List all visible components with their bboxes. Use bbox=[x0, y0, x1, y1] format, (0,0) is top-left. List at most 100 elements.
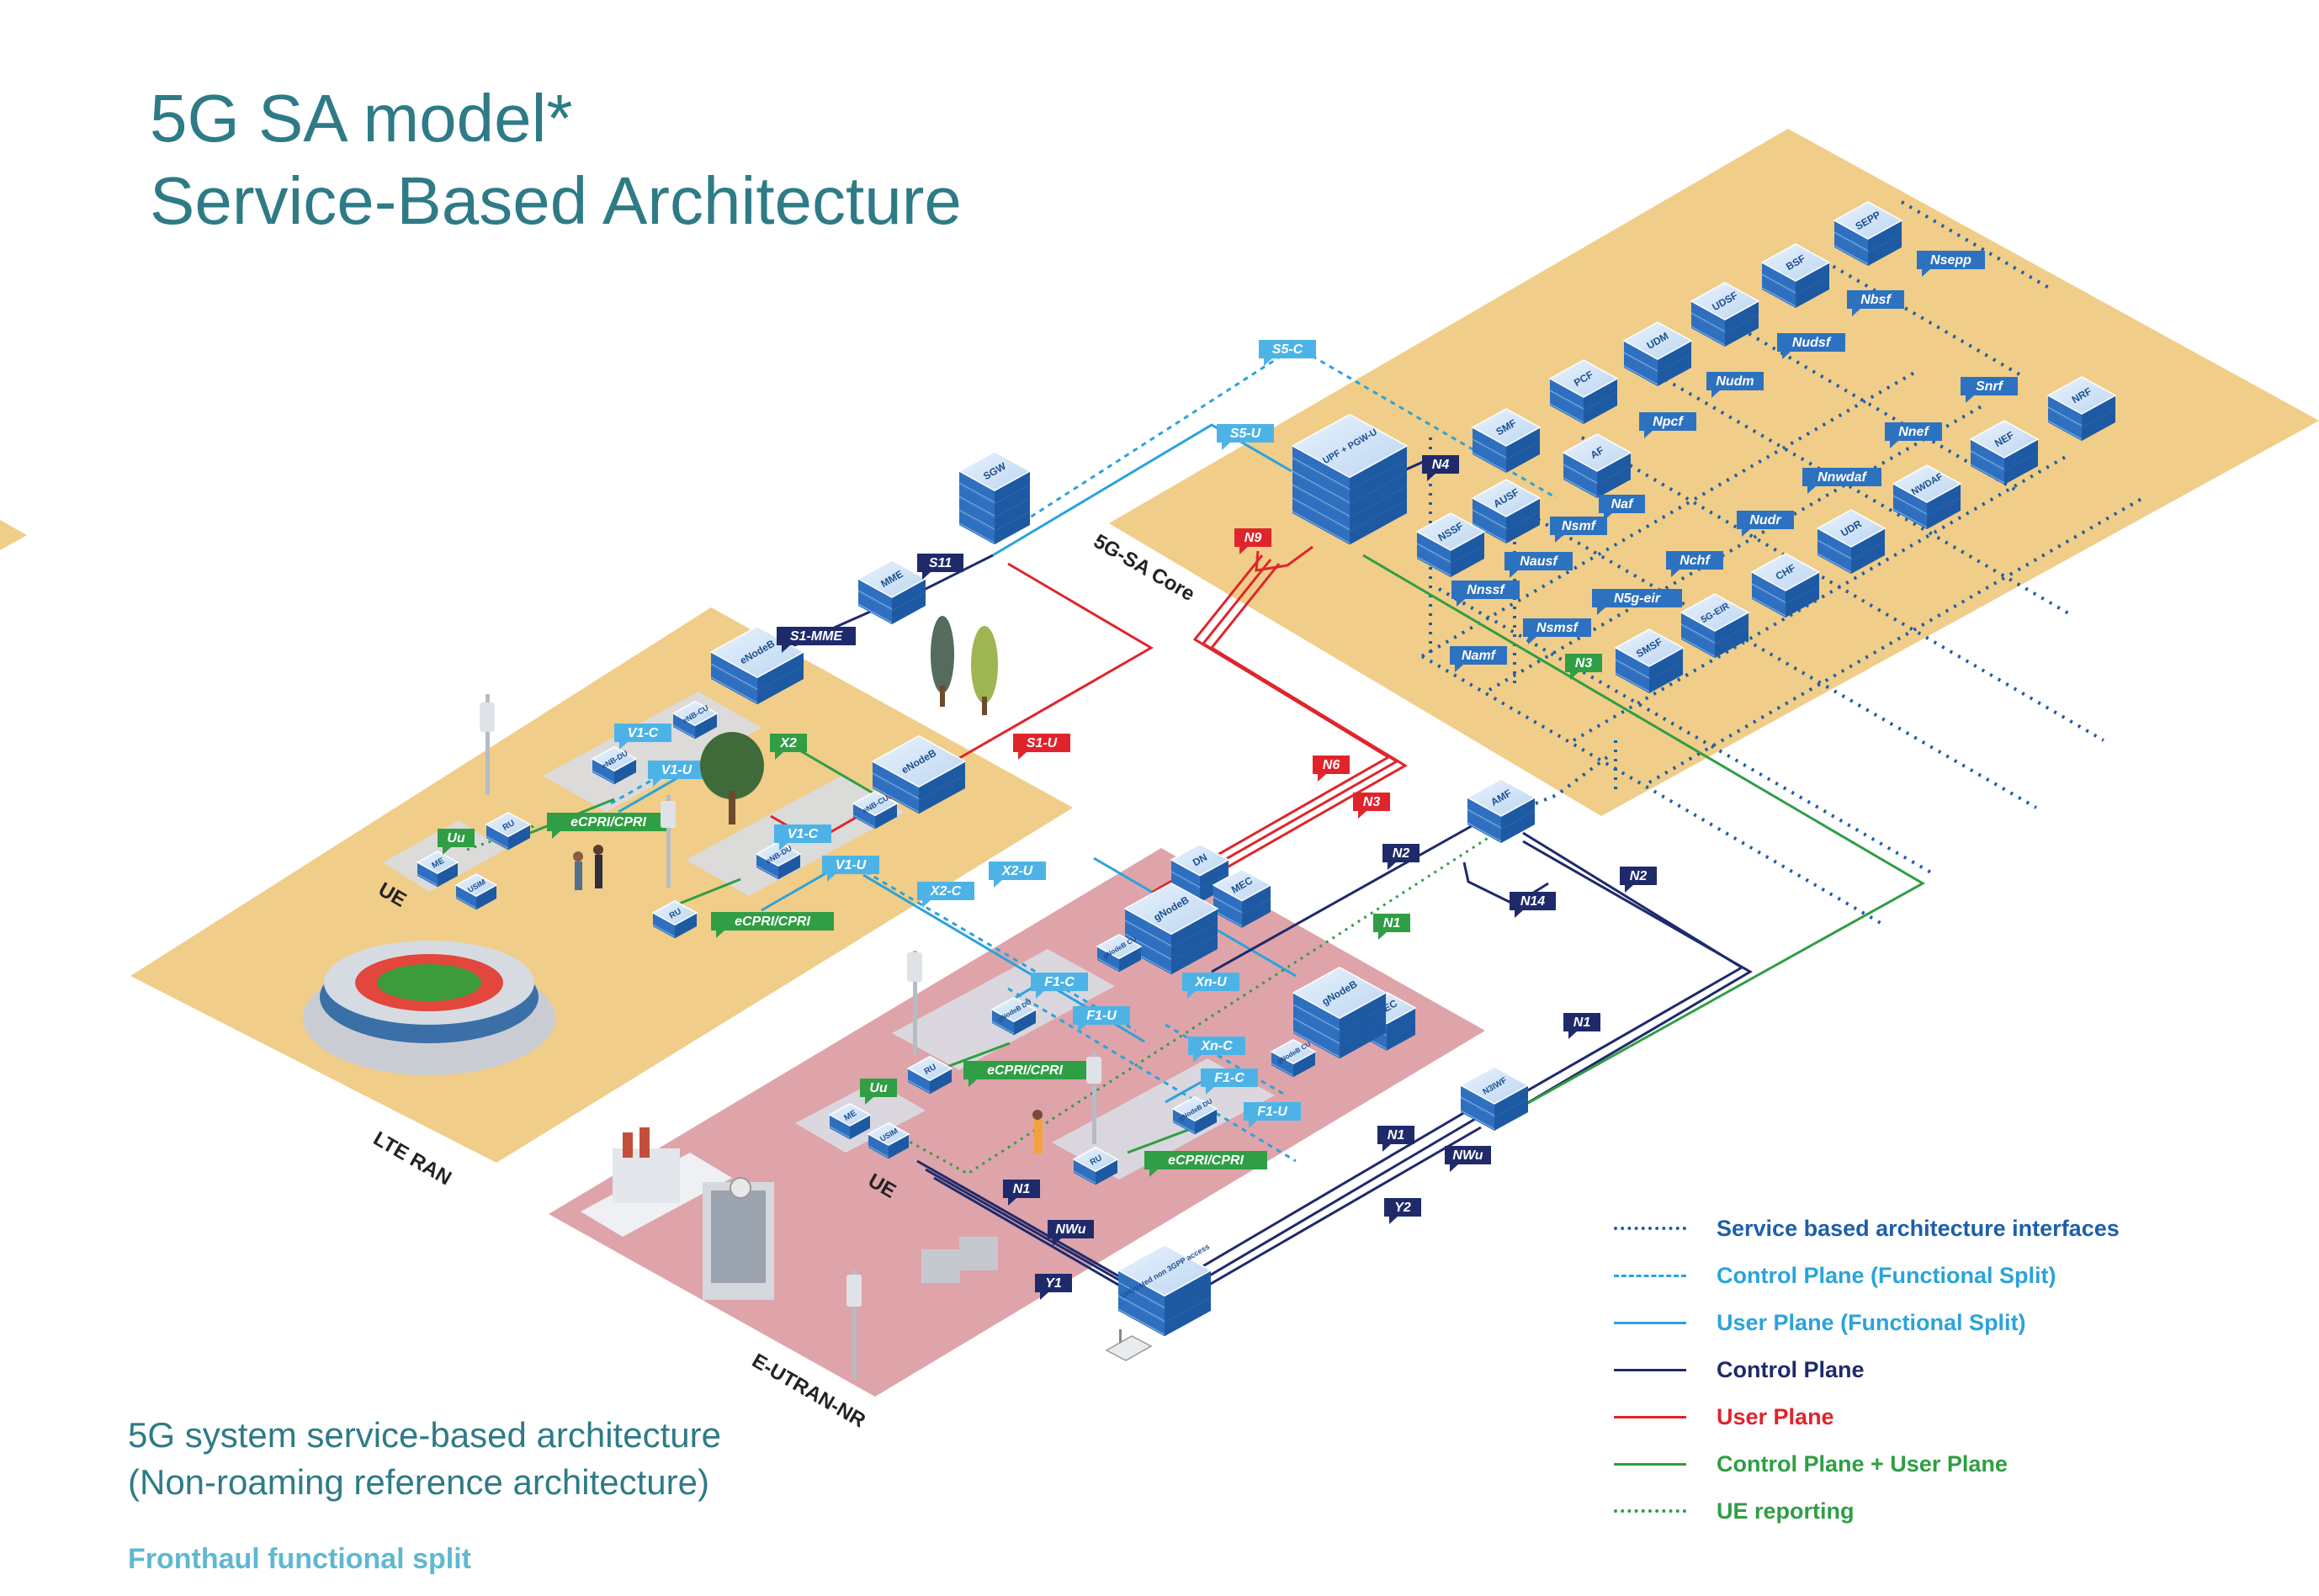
iface-naf-text: Naf bbox=[1611, 497, 1634, 512]
iface-nnssf-text: Nnssf bbox=[1467, 583, 1505, 597]
iface-n1-d: N1 bbox=[1003, 1180, 1040, 1206]
iface-n14: N14 bbox=[1510, 892, 1556, 918]
node-sgw: SGW bbox=[958, 451, 1032, 545]
legend-line-swatch bbox=[1614, 1415, 1686, 1418]
iface-n3-text: N3 bbox=[1363, 795, 1381, 809]
iface-s11: S11 bbox=[917, 554, 963, 580]
trees-illustration bbox=[700, 616, 998, 825]
node-ausf: AUSF bbox=[1471, 479, 1542, 543]
iface-y2-text: Y2 bbox=[1394, 1201, 1411, 1215]
title-line-1: 5G SA model* bbox=[150, 81, 573, 156]
node-ru-4: RU bbox=[1072, 1146, 1119, 1185]
node-me-1: ME bbox=[416, 850, 459, 888]
iface-x2-c: X2-C bbox=[917, 882, 974, 908]
iface-n4-text: N4 bbox=[1432, 458, 1450, 472]
node-enodeb-1: eNodeB bbox=[709, 625, 805, 705]
zone-label-lte: LTE RAN bbox=[369, 1127, 455, 1190]
iface-n2-a: N2 bbox=[1382, 844, 1420, 870]
iface-x2-c-text: X2-C bbox=[930, 884, 962, 899]
node-ru-3: RU bbox=[906, 1055, 953, 1095]
iface-xn-u-text: Xn-U bbox=[1194, 975, 1227, 989]
node-me-2: ME bbox=[828, 1102, 872, 1140]
iface-namf: Namf bbox=[1450, 646, 1507, 672]
node-enb-cu-1: eNB-CU bbox=[671, 700, 719, 740]
node-udr: UDR bbox=[1816, 509, 1887, 574]
legend-label: User Plane bbox=[1717, 1403, 1834, 1429]
iface-nsmsf: Nsmsf bbox=[1523, 618, 1591, 644]
iface-n2-a-text: N2 bbox=[1393, 846, 1410, 861]
iface-f1-c-1-text: F1-C bbox=[1044, 975, 1075, 989]
towers-illustration bbox=[480, 694, 1101, 1380]
node-ru-2: RU bbox=[651, 899, 698, 939]
node-gnb-cu-2: gNodeB CU bbox=[1270, 1038, 1317, 1078]
node-enb-cu-2: eNB-CU bbox=[852, 790, 899, 830]
diagram-subtitle: 5G system service-based architecture (No… bbox=[128, 1412, 721, 1506]
legend-label: UE reporting bbox=[1717, 1498, 1855, 1524]
iface-v1-u-1: V1-U bbox=[648, 761, 705, 787]
iface-nsmf-text: Nsmf bbox=[1562, 519, 1597, 533]
iface-n5g-eir-text: N5g-eir bbox=[1614, 591, 1661, 606]
legend-line-swatch bbox=[1614, 1509, 1686, 1513]
iface-n1-a-text: N1 bbox=[1383, 916, 1401, 931]
iface-nwu-2: NWu bbox=[1048, 1220, 1094, 1246]
iface-xn-u: Xn-U bbox=[1182, 973, 1239, 999]
node-udsf: UDSF bbox=[1690, 282, 1760, 347]
iface-nausf-text: Nausf bbox=[1520, 554, 1558, 569]
iface-s1-u-text: S1-U bbox=[1027, 736, 1058, 750]
iface-n4: N4 bbox=[1422, 455, 1459, 481]
iface-n1-b: N1 bbox=[1563, 1013, 1600, 1039]
node-smf: SMF bbox=[1471, 408, 1542, 473]
iface-n1-b-text: N1 bbox=[1573, 1015, 1591, 1030]
iface-s5-u-text: S5-U bbox=[1230, 427, 1261, 441]
node-enodeb-2: eNodeB bbox=[871, 734, 967, 814]
iface-n3-core-text: N3 bbox=[1575, 656, 1593, 671]
iface-cpri-4-text: eCPRI/CPRI bbox=[1168, 1153, 1244, 1168]
legend-item: Control Plane + User Plane bbox=[1614, 1440, 2220, 1487]
iface-nudsf-text: Nudsf bbox=[1792, 336, 1832, 350]
iface-nnef-text: Nnef bbox=[1898, 425, 1929, 439]
iface-f1-u-2: F1-U bbox=[1244, 1102, 1301, 1128]
subtitle-line-2: (Non-roaming reference architecture) bbox=[128, 1462, 709, 1502]
node-af-label: AF bbox=[1589, 444, 1606, 461]
title-line-2: Service-Based Architecture bbox=[150, 163, 962, 238]
node-nssf: NSSF bbox=[1415, 512, 1486, 577]
iface-x2-u: X2-U bbox=[989, 862, 1046, 888]
subtitle-line-1: 5G system service-based architecture bbox=[128, 1415, 721, 1455]
iface-nwu-2-text: NWu bbox=[1055, 1222, 1085, 1237]
core-zone bbox=[1109, 129, 2319, 816]
iface-y1-text: Y1 bbox=[1045, 1276, 1062, 1291]
iface-y2: Y2 bbox=[1384, 1198, 1421, 1224]
legend-item: Service based architecture interfaces bbox=[1614, 1205, 2220, 1252]
iface-nchf: Nchf bbox=[1666, 551, 1723, 577]
iface-npcf: Npcf bbox=[1639, 412, 1696, 438]
legend-line-swatch bbox=[1614, 1321, 1686, 1324]
iface-n14-text: N14 bbox=[1520, 894, 1545, 909]
node-nef: NEF bbox=[1969, 420, 2040, 485]
legend-label: Control Plane + User Plane bbox=[1717, 1450, 2008, 1477]
iface-nudr: Nudr bbox=[1737, 511, 1794, 537]
iface-cpri-1-text: eCPRI/CPRI bbox=[570, 815, 646, 830]
iface-npcf-text: Npcf bbox=[1653, 415, 1684, 429]
city-buildings-illustration bbox=[581, 1127, 998, 1300]
node-5g-eir: 5G-EIR bbox=[1680, 593, 1750, 658]
node-udm: UDM bbox=[1622, 321, 1693, 386]
legend-item: Control Plane (Functional Split) bbox=[1614, 1252, 2220, 1299]
node-mme: MME bbox=[857, 559, 927, 624]
iface-uu-1: Uu bbox=[438, 829, 475, 855]
node-mec-1: MEC bbox=[1212, 868, 1272, 928]
iface-n1-c: N1 bbox=[1377, 1126, 1414, 1152]
node-chf: CHF bbox=[1750, 553, 1821, 618]
iface-n1-c-text: N1 bbox=[1388, 1128, 1405, 1143]
router-illustration bbox=[1105, 1329, 1153, 1361]
legend-label: Control Plane (Functional Split) bbox=[1717, 1262, 2056, 1288]
iface-nudr-text: Nudr bbox=[1749, 513, 1781, 528]
iface-y1: Y1 bbox=[1035, 1274, 1072, 1300]
node-upf-pgw-u: UPF + PGW-U bbox=[1291, 413, 1409, 545]
iface-n1-a: N1 bbox=[1373, 914, 1410, 940]
iface-n2-b: N2 bbox=[1620, 867, 1657, 893]
iface-n5g-eir: N5g-eir bbox=[1592, 589, 1682, 615]
iface-nbsf-text: Nbsf bbox=[1860, 293, 1892, 307]
iface-f1-c-2-text: F1-C bbox=[1214, 1071, 1244, 1085]
iface-v1-c-2-text: V1-C bbox=[788, 827, 819, 841]
iface-cpri-3-text: eCPRI/CPRI bbox=[987, 1063, 1063, 1078]
